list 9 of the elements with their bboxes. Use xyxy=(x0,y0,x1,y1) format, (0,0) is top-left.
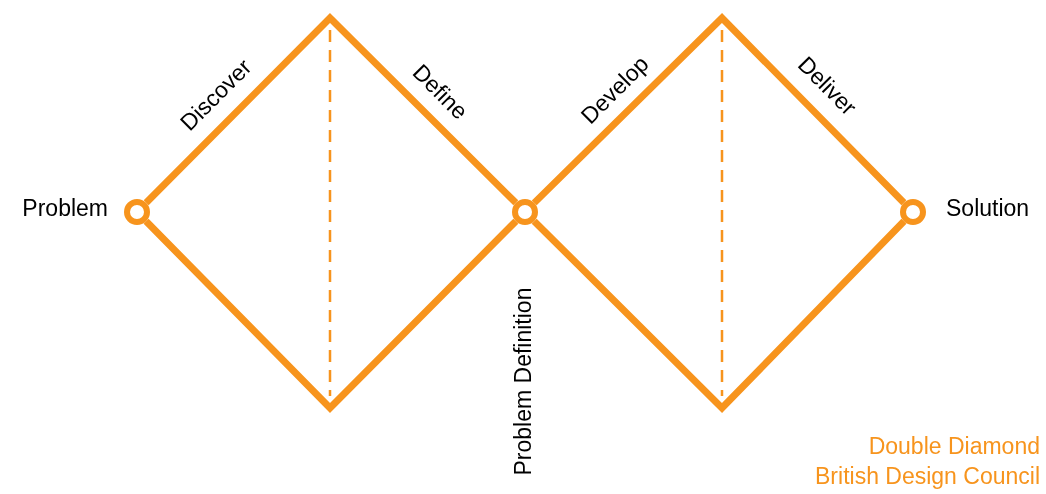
stage-label: Solution xyxy=(946,197,1030,220)
stage-label: Problem xyxy=(22,197,108,220)
diamond-edge xyxy=(531,218,907,413)
diamond-edge xyxy=(143,218,519,413)
diamond-edge xyxy=(531,13,907,206)
stage-label: Problem Definition xyxy=(511,286,535,478)
source-note: Double Diamond xyxy=(868,432,1040,461)
diamond-edge xyxy=(143,13,519,206)
source-note: British Design Council xyxy=(815,462,1040,491)
